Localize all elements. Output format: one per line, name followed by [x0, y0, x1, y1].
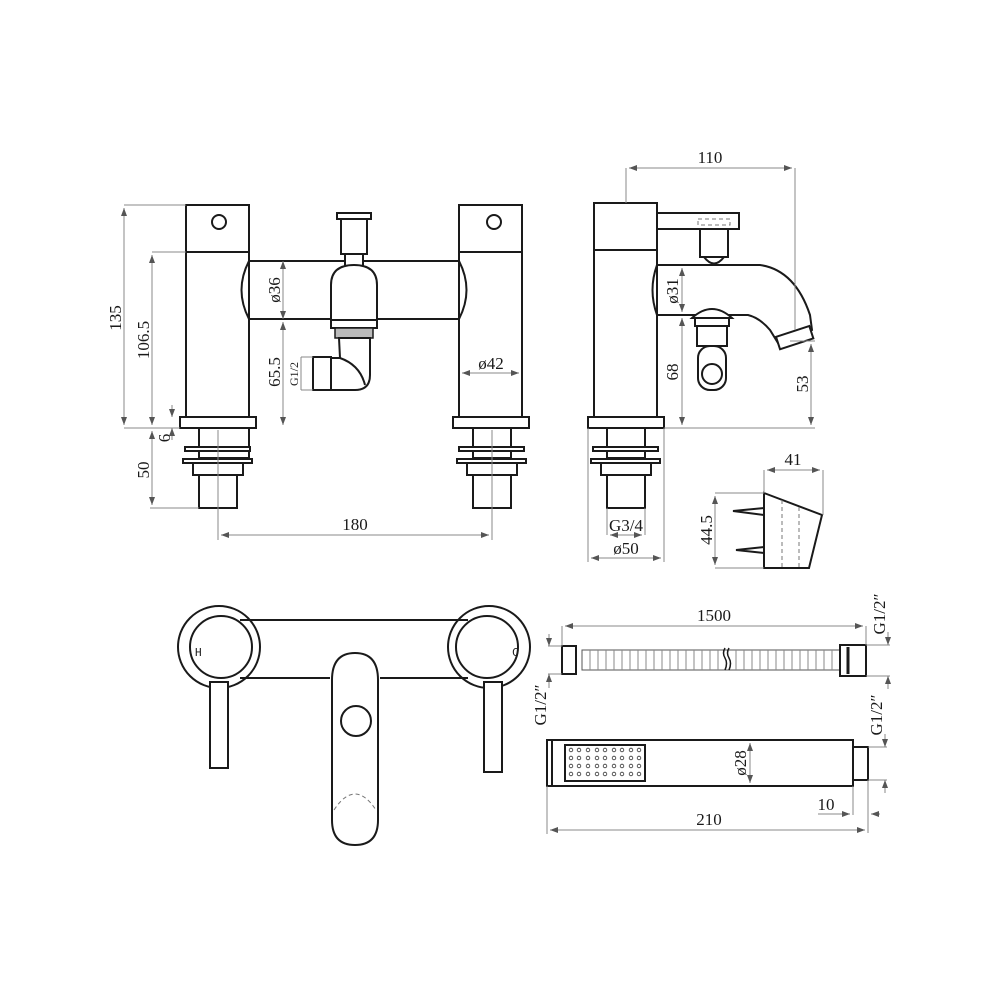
- top-view: H C: [177, 605, 531, 847]
- dim-handset-length: 210: [696, 810, 722, 829]
- front-view: 135 106.5 65.5 G1/2 ø36 6 50 180 ø42: [106, 204, 530, 540]
- dim-handset-diameter: ø28: [731, 750, 750, 776]
- dim-outlet-height: 53: [793, 376, 812, 393]
- hose-nut: [561, 645, 577, 675]
- side-pillar: [593, 249, 658, 418]
- right-pillar: [458, 251, 523, 418]
- dim-tail-thread: G3/4: [609, 516, 644, 535]
- handset-bracket: [763, 491, 824, 569]
- left-pillar: [185, 251, 250, 418]
- left-indicator-icon: [211, 214, 227, 230]
- dim-hose-right-thread: G1/2″: [870, 593, 889, 634]
- side-handle: [656, 212, 740, 230]
- handset-connector: [852, 746, 869, 781]
- side-view: 110 ø31 68 53 G3/4 ø50: [587, 148, 815, 562]
- dim-projection: 110: [698, 148, 723, 167]
- dim-hose-left-thread: G1/2″: [531, 684, 550, 725]
- dim-overall-height: 135: [106, 305, 125, 331]
- spout: [330, 263, 378, 321]
- dim-body-height: 106.5: [134, 321, 153, 359]
- handset-body: [546, 739, 854, 787]
- right-indicator-icon: [486, 214, 502, 230]
- bridge-body: [240, 260, 468, 320]
- dim-diverter-height: 68: [663, 364, 682, 381]
- dim-bracket-width: 41: [785, 450, 802, 469]
- dim-side-spout-diameter: ø31: [663, 278, 682, 304]
- side-tail: [606, 474, 646, 509]
- dim-centres: 180: [342, 515, 368, 534]
- dim-pillar-diameter: ø42: [478, 354, 504, 373]
- dim-tail-length: 50: [134, 462, 153, 479]
- spray-face: [564, 744, 646, 782]
- hose-body: [581, 649, 841, 671]
- dim-deck-thickness: 6: [155, 434, 174, 443]
- cold-label: C: [512, 646, 519, 659]
- dim-connector-length: 10: [818, 795, 835, 814]
- left-base-plate: [179, 416, 257, 429]
- top-spout: [331, 651, 379, 847]
- dim-handset-thread: G1/2″: [867, 694, 886, 735]
- dim-outlet-height: 65.5: [265, 357, 284, 387]
- dim-bracket-height: 44.5: [697, 515, 716, 545]
- hose-connector: [697, 345, 727, 391]
- handset-view: ø28 G1/2″ 10 210: [546, 694, 888, 834]
- bracket-view: 41 44.5: [697, 450, 824, 569]
- cold-lever: [483, 681, 503, 773]
- hose-cone-end: [839, 644, 867, 677]
- cold-handle: [455, 615, 519, 679]
- dim-outlet-thread: G1/2: [287, 362, 301, 386]
- aerator: [334, 327, 374, 339]
- side-spout: [651, 264, 814, 345]
- hot-handle: [189, 615, 253, 679]
- dim-spout-diameter: ø36: [265, 277, 284, 303]
- dim-hose-length: 1500: [697, 606, 731, 625]
- hose-view: 1500 G1/2″ G1/2″: [531, 593, 891, 726]
- dim-base-diameter: ø50: [613, 539, 639, 558]
- hot-lever: [209, 681, 229, 769]
- hot-label: H: [195, 646, 202, 659]
